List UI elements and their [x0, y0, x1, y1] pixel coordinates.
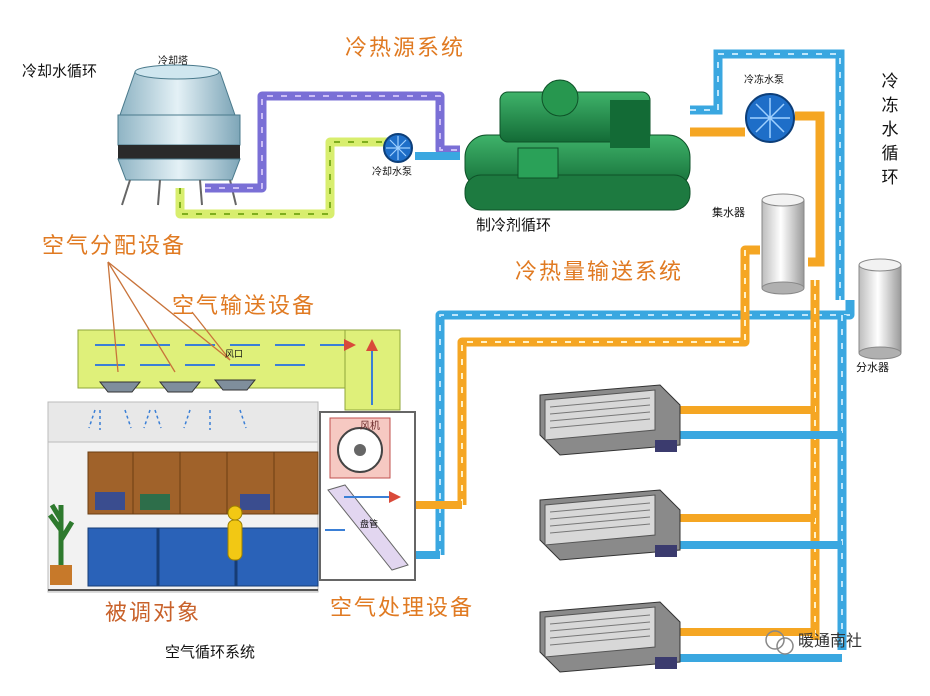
- air-duct: [77, 329, 401, 411]
- watermark-text: 暖通南社: [798, 631, 863, 650]
- diffuser-label: 风口: [225, 350, 244, 360]
- chilled-loop-label: 冷冻水循环: [881, 72, 899, 188]
- source-system-label: 冷热源系统: [345, 36, 466, 61]
- collector-label: 集水器: [712, 206, 745, 219]
- cooling-tower: [117, 64, 241, 206]
- cooling-water-pipes: [175, 91, 460, 219]
- air-handling-label: 空气处理设备: [330, 596, 475, 621]
- chiller: [464, 79, 691, 211]
- chilled-pump: [745, 93, 795, 143]
- conditioned-room: [47, 401, 319, 593]
- cooling-pump-label: 冷却水泵: [372, 167, 412, 178]
- distribution-pipes: [400, 245, 855, 662]
- distributor-label: 分水器: [856, 361, 889, 374]
- distributor-tank: [858, 258, 902, 360]
- collector-tank: [761, 193, 805, 295]
- fan-label: 风机: [360, 421, 380, 432]
- air-loop-label: 空气循环系统: [165, 643, 256, 661]
- cooling-water-loop-label: 冷却水循环: [22, 62, 98, 80]
- air-distribution-pointer-lines: [107, 261, 231, 373]
- air-distribution-label: 空气分配设备: [42, 234, 187, 259]
- refrigerant-loop-label: 制冷剂循环: [476, 216, 552, 234]
- air-handling-unit: [319, 411, 416, 581]
- cooling-tower-label: 冷却塔: [158, 56, 188, 67]
- air-diffusers: [98, 379, 257, 393]
- fan-coil-unit: [539, 489, 681, 561]
- coil-label: 盘管: [360, 520, 379, 530]
- cooling-pump: [383, 133, 413, 163]
- chilled-pump-label: 冷冻水泵: [744, 75, 784, 86]
- fan-coil-unit: [539, 384, 681, 456]
- fan-coil-unit: [539, 601, 681, 673]
- watermark-logo: [765, 630, 794, 655]
- chilled-water-pipes: [690, 49, 845, 300]
- conditioned-object-label: 被调对象: [105, 601, 202, 626]
- heat-transport-label: 冷热量输送系统: [515, 260, 684, 285]
- air-conveying-label: 空气输送设备: [172, 294, 317, 319]
